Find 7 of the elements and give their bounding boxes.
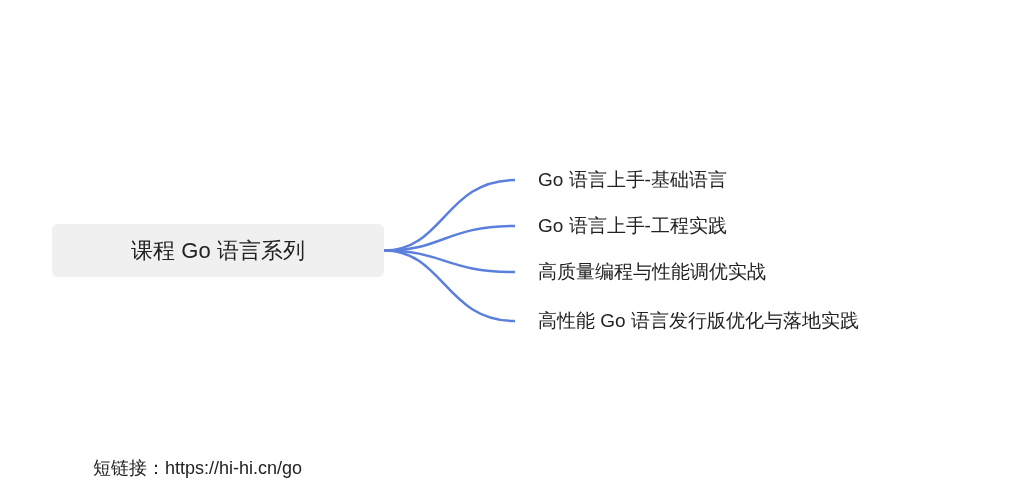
branch-topic: 高质量编程与性能调优实战 — [515, 256, 815, 288]
connector-curve — [383, 249, 516, 323]
note-text: 短链接：https://hi-hi.cn/go — [93, 457, 303, 480]
branch-topic: Go 语言上手-工程实践 — [515, 210, 815, 242]
branch-topic: Go 语言上手-基础语言 — [515, 164, 815, 196]
branch-topic: 高性能 Go 语言发行版优化与落地实践 — [515, 305, 955, 337]
central-topic-box: 课程 Go 语言系列 — [52, 224, 384, 277]
